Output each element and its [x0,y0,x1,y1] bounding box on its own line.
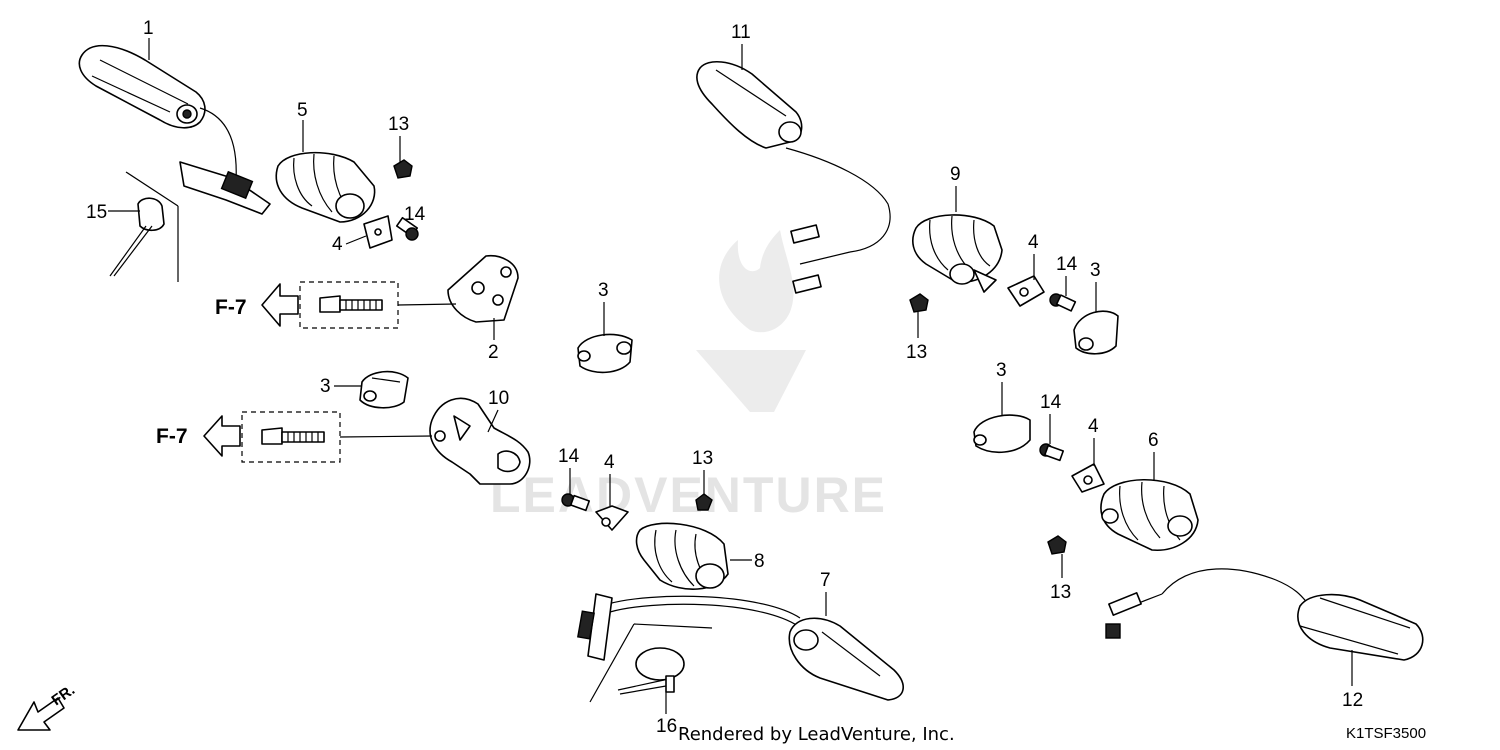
reference-f7-upper[interactable]: F-7 [215,281,457,329]
bolt-icon [319,295,341,313]
callout-11: 11 [731,22,751,43]
rubber-mount-9[interactable] [912,214,1003,293]
callout-1: 1 [143,18,154,39]
front-direction-indicator: FR. [17,681,78,731]
callout-4-upper: 4 [332,234,343,255]
callout-14-right-upper: 14 [1056,254,1078,275]
rubber-mount-6[interactable] [1100,479,1199,551]
callout-7: 7 [820,570,831,591]
screw-13-center[interactable] [695,493,713,511]
turn-signal-housing-12[interactable] [1105,568,1424,661]
reference-f7-lower[interactable]: F-7 [156,411,433,463]
callout-13-right-lower: 13 [1050,582,1071,603]
reference-f7-upper-label: F-7 [215,296,247,319]
watermark: LEADVENTURE [490,230,887,523]
callout-13-upper: 13 [388,114,409,135]
callout-13-center: 13 [692,448,713,469]
callout-3-right-upper: 3 [1090,260,1101,281]
clamp-3-right-lower[interactable] [973,414,1031,453]
front-arrow-icon [17,697,65,731]
watermark-flame-icon [719,230,794,333]
callout-3-center: 3 [598,280,609,301]
bolt-14-center[interactable] [561,493,591,512]
clamp-3-left[interactable] [359,370,409,409]
bolt-14-right-lower[interactable] [1039,443,1065,462]
clip-4-upper[interactable] [363,215,393,249]
screw-13-upper[interactable] [393,159,413,179]
callout-14-center: 14 [558,446,580,467]
callout-10: 10 [488,388,509,409]
callout-9: 9 [950,164,961,185]
clip-4-right-upper[interactable] [1007,275,1045,307]
callout-6: 6 [1148,430,1159,451]
watermark-text: LEADVENTURE [490,467,887,523]
bolt-14-right-upper[interactable] [1049,293,1077,312]
diagram-code: K1TSF3500 [1346,725,1426,742]
callout-13-right-upper: 13 [906,342,927,363]
rubber-mount-5[interactable] [275,151,376,223]
clamp-3-center[interactable] [577,333,633,374]
turn-signal-housing-11[interactable] [696,61,891,294]
render-credit: Rendered by LeadVenture, Inc. [678,724,955,745]
rubber-mount-8[interactable] [635,522,729,590]
wire-band-16[interactable] [589,623,713,703]
callout-16: 16 [656,716,677,737]
bracket-2[interactable] [447,254,519,323]
arrow-left-icon [261,283,299,327]
turn-signal-housing-7[interactable] [577,593,904,701]
callout-8: 8 [754,551,765,572]
watermark-v-icon [696,350,806,412]
turn-signal-housing-1[interactable] [78,44,271,215]
reference-f7-lower-label: F-7 [156,425,188,448]
callout-5: 5 [297,100,308,121]
wire-band-15[interactable] [109,171,179,282]
callout-2: 2 [488,342,499,363]
callout-14-upper: 14 [404,204,426,225]
callout-12: 12 [1342,690,1363,711]
callout-15: 15 [86,202,107,223]
callout-3-right-lower: 3 [996,360,1007,381]
callout-4-right-upper: 4 [1028,232,1039,253]
callout-4-right-lower: 4 [1088,416,1099,437]
callout-14-right-lower: 14 [1040,392,1062,413]
bolt-14-upper[interactable] [395,216,419,241]
clip-4-center[interactable] [595,505,629,531]
callout-3-left: 3 [320,376,331,397]
screw-13-right-lower[interactable] [1047,535,1067,555]
screw-13-right-upper[interactable] [909,293,929,313]
callout-4-center: 4 [604,452,615,473]
clip-4-right-lower[interactable] [1071,463,1105,493]
clamp-3-right-upper[interactable] [1073,310,1119,355]
bracket-10[interactable] [429,397,531,485]
arrow-left-icon [203,415,241,457]
